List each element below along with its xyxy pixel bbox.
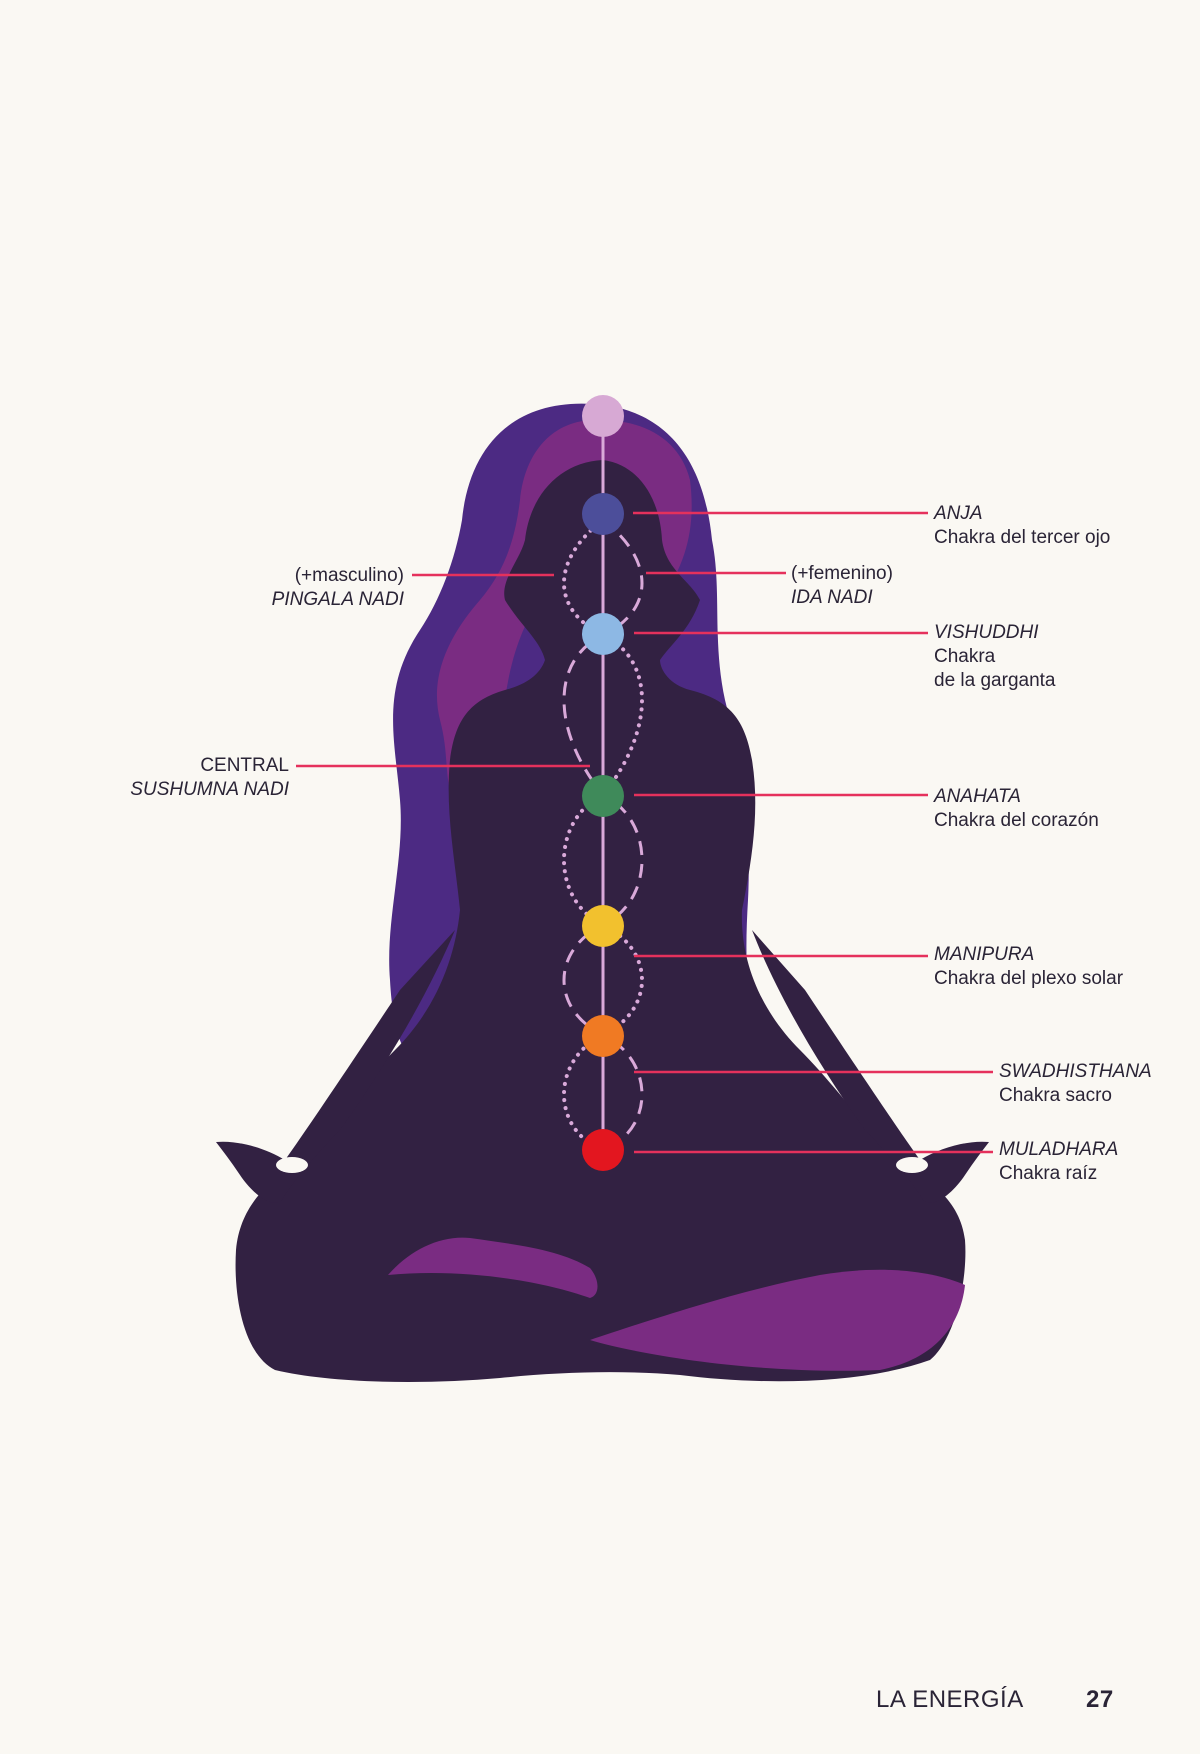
vishuddhi-title: VISHUDDHI: [934, 622, 1039, 643]
right-hand-loop: [896, 1157, 928, 1173]
manipura-desc: Chakra del plexo solar: [934, 968, 1124, 989]
muladhara-title: MULADHARA: [999, 1139, 1119, 1160]
anja-title: ANJA: [934, 503, 983, 524]
anahata-desc: Chakra del corazón: [934, 810, 1099, 831]
label-muladhara: MULADHARA Chakra raíz: [999, 1138, 1118, 1186]
pingala-sub: (+masculino): [294, 565, 404, 586]
label-anja: ANJA Chakra del tercer ojo: [934, 502, 1110, 550]
muladhara-desc: Chakra raíz: [999, 1163, 1098, 1184]
chakra-anahata: [582, 775, 624, 817]
vishuddhi-desc2: de la garganta: [934, 670, 1056, 691]
ida-sub: (+femenino): [791, 563, 893, 584]
leg-highlight-right: [590, 1269, 965, 1371]
chakra-crown: [582, 395, 624, 437]
right-arm: [752, 930, 989, 1203]
left-arm: [216, 930, 455, 1203]
swadhisthana-desc: Chakra sacro: [999, 1085, 1112, 1106]
anja-desc: Chakra del tercer ojo: [934, 527, 1111, 548]
label-manipura: MANIPURA Chakra del plexo solar: [934, 943, 1123, 991]
sushumna-name: SUSHUMNA NADI: [130, 779, 289, 800]
chakra-swadhisthana: [582, 1015, 624, 1057]
label-sushumna: CENTRAL SUSHUMNA NADI: [130, 754, 289, 802]
chakra-anja: [582, 493, 624, 535]
vishuddhi-desc1: Chakra: [934, 646, 996, 667]
chakra-manipura: [582, 905, 624, 947]
leader-lines: [296, 511, 993, 1154]
footer-section-title: LA ENERGÍA: [876, 1686, 1024, 1713]
label-swadhisthana: SWADHISTHANA Chakra sacro: [999, 1060, 1152, 1108]
anahata-title: ANAHATA: [934, 786, 1021, 807]
chakra-points: [582, 395, 624, 1171]
pingala-name: PINGALA NADI: [271, 589, 404, 610]
sushumna-sub: CENTRAL: [200, 755, 289, 776]
label-pingala: (+masculino) PINGALA NADI: [272, 564, 404, 612]
manipura-title: MANIPURA: [934, 944, 1035, 965]
left-hand-loop: [276, 1157, 308, 1173]
chakra-vishuddhi: [582, 613, 624, 655]
swadhisthana-title: SWADHISTHANA: [999, 1061, 1152, 1082]
footer-page-number: 27: [1086, 1686, 1114, 1713]
label-ida: (+femenino) IDA NADI: [791, 562, 893, 610]
ida-name: IDA NADI: [791, 587, 873, 608]
label-anahata: ANAHATA Chakra del corazón: [934, 785, 1099, 833]
label-vishuddhi: VISHUDDHI Chakra de la garganta: [934, 621, 1056, 693]
leg-highlight-left: [388, 1237, 598, 1298]
chakra-muladhara: [582, 1129, 624, 1171]
